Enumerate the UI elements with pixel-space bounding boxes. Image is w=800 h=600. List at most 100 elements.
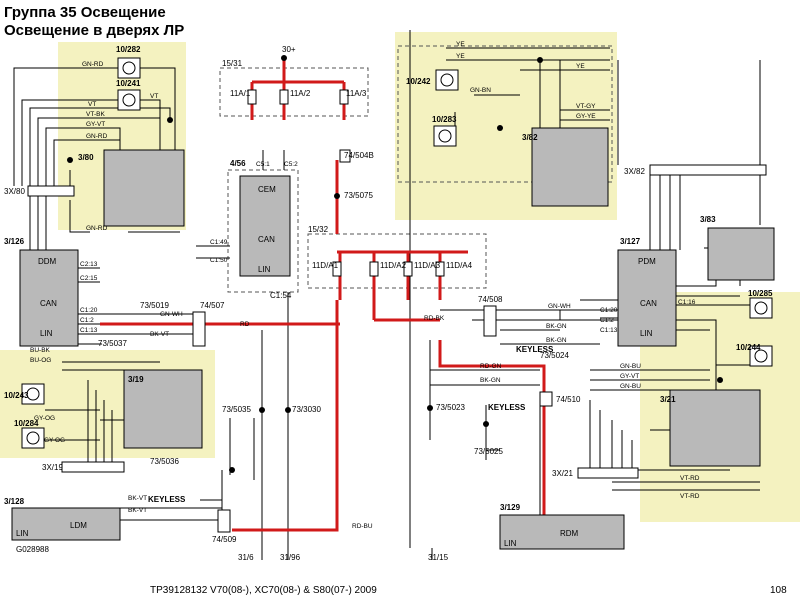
switch-3-82 [531, 127, 609, 207]
wire-label: RD-BU [352, 523, 373, 530]
wire-label: VT [88, 101, 96, 108]
cem-can: CAN [258, 235, 275, 244]
connector-label-3x82: 3X/82 [624, 167, 645, 176]
ground-c1-54: C1:54 [270, 291, 292, 300]
pdm-door-frame [397, 45, 613, 183]
wire-label: BU-BK [30, 347, 51, 354]
ddm-lin: LIN [40, 329, 53, 338]
fuse-label-11a-3: 11A/3 [346, 89, 367, 98]
connector-label-3x80: 3X/80 [4, 187, 25, 196]
splice-74-509: 74/509 [212, 535, 237, 544]
switch-blocks [103, 127, 761, 467]
fuse-box-label-15-32: 15/32 [308, 225, 329, 234]
wire-label: VT-RD [680, 493, 700, 500]
lamp-symbols [21, 57, 773, 449]
connector-74-507 [192, 311, 206, 347]
connector-3x19 [61, 461, 125, 473]
cem-ref: 4/56 [230, 159, 246, 168]
splice-74-507: 74/507 [200, 301, 225, 310]
splice-73-5019: 73/5019 [140, 301, 169, 310]
rdm-lin: LIN [504, 539, 517, 548]
connector-3x82 [649, 164, 767, 176]
wire-label: BK-VT [128, 507, 147, 514]
switch-label-3-80: 3/80 [78, 153, 94, 162]
splice-73-5023: 73/5023 [436, 403, 465, 412]
ldm-ref: 3/128 [4, 497, 25, 506]
rdm-name: RDM [560, 529, 579, 538]
wire-label: GN-BU [620, 363, 641, 370]
wire-label: GN-RD [82, 61, 104, 68]
dashed-boxes [219, 45, 613, 293]
switch-3-21 [669, 389, 761, 467]
pin-label: C1:50 [210, 257, 228, 264]
switch-label-3-21: 3/21 [660, 395, 676, 404]
ground-31-15: 31/15 [428, 553, 449, 562]
fuse-11d-a4 [435, 261, 445, 277]
splice-73-5037: 73/5037 [98, 339, 127, 348]
pdm-can: CAN [640, 299, 657, 308]
fuse-label-11d-a1: 11D/A1 [312, 261, 339, 270]
splice-73-5024: 73/5024 [540, 351, 569, 360]
pin-label: C2:13 [80, 261, 98, 268]
pdm-lin: LIN [640, 329, 653, 338]
connector-label-3x21: 3X/21 [552, 469, 573, 478]
drawing-code: G028988 [16, 545, 49, 554]
wire-label: GN-BU [620, 383, 641, 390]
splice-74-504b: 74/504B [344, 151, 374, 160]
wire-label: GY-VT [86, 121, 105, 128]
fuse-11a-1 [247, 89, 257, 105]
wire-label: VT-GY [576, 103, 596, 110]
switch-label-3-83: 3/83 [700, 215, 716, 224]
wire-label: RD-GN [480, 363, 502, 370]
ldm-module [11, 507, 121, 541]
lamp-label-10-283: 10/283 [432, 115, 457, 124]
wire-label: RD [240, 321, 250, 328]
fuse-box-15-31 [219, 67, 369, 117]
pin-label: C2:15 [80, 275, 98, 282]
rdm-module [499, 514, 625, 550]
keyless-label-3: KEYLESS [148, 495, 186, 504]
fuse-label-11a-2: 11A/2 [290, 89, 311, 98]
wire-label: VT-BK [86, 111, 105, 118]
lamp-label-10-242: 10/242 [406, 77, 431, 86]
pin-label: C1:20 [600, 307, 618, 314]
cem-module [239, 175, 291, 277]
ddm-name: DDM [38, 257, 57, 266]
supply-label: 30+ [282, 45, 296, 54]
connector-label-3x19: 3X/19 [42, 463, 63, 472]
connector-strips [27, 149, 767, 533]
ground-31-96: 31/96 [280, 553, 301, 562]
connector-3x21 [577, 467, 639, 479]
splice-74-510: 74/510 [556, 395, 581, 404]
page-subtitle: Освещение в дверях ЛР [4, 22, 185, 39]
wire-label: GY-OG [34, 415, 55, 422]
ddm-ref: 3/126 [4, 237, 25, 246]
cem-name: CEM [258, 185, 276, 194]
wire-label: GY-VT [620, 373, 639, 380]
splice-73-5025: 73/5025 [474, 447, 503, 456]
fuse-box-label-15-31: 15/31 [222, 59, 243, 68]
wire-label: BK-VT [150, 331, 169, 338]
fuse-11a-2 [279, 89, 289, 105]
connector-74-510 [539, 391, 553, 407]
connector-74-508 [483, 305, 497, 337]
footer-doc-ref: TP39128132 V70(08-), XC70(08-) & S80(07-… [150, 585, 377, 596]
pin-label: C1:2 [80, 317, 94, 324]
pdm-name: PDM [638, 257, 656, 266]
pin-label: C1:16 [678, 299, 696, 306]
pdm-ref: 3/127 [620, 237, 641, 246]
connector-74-504b [339, 149, 351, 163]
modules [11, 175, 775, 550]
fuse-box-15-32 [307, 233, 487, 289]
ground-31-6: 31/6 [238, 553, 254, 562]
fuse-label-11d-a2: 11D/A2 [380, 261, 407, 270]
ddm-can: CAN [40, 299, 57, 308]
ddm-module [19, 249, 79, 347]
keyless-label-2: KEYLESS [516, 345, 554, 354]
ldm-name: LDM [70, 521, 87, 530]
splice-73-5036: 73/5036 [150, 457, 179, 466]
wire-label: GN-RD [86, 133, 108, 140]
pin-label: C5:2 [284, 161, 298, 168]
